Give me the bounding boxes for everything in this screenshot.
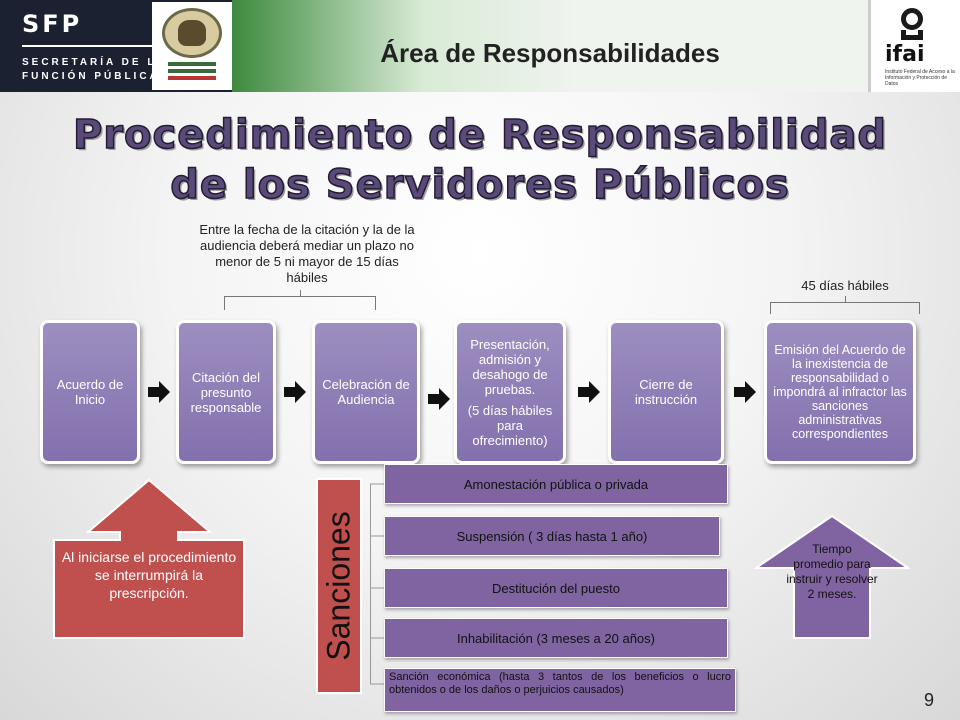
sanction-label: Destitución del puesto xyxy=(492,580,620,596)
step-label: Acuerdo de Inicio xyxy=(56,377,124,407)
step-emision-acuerdo: Emisión del Acuerdo de la inexistencia d… xyxy=(764,320,916,464)
step-celebracion-audiencia: Celebración de Audiencia xyxy=(312,320,420,464)
step-label: Celebración de Audiencia xyxy=(322,377,410,407)
right-arrow-icon xyxy=(428,388,450,410)
ifai-subtext: Instituto Federal de Acceso a la Informa… xyxy=(885,69,955,87)
up-arrow-callout-purple xyxy=(754,514,910,639)
sanctions-heading: Sanciones xyxy=(320,511,357,661)
flag-stripes-icon xyxy=(168,62,216,66)
page-title-line2: de los Servidores Públicos xyxy=(169,161,790,209)
right-arrow-icon xyxy=(284,381,306,403)
step-label: Presentación, admisión y desahogo de pru… xyxy=(470,336,550,397)
bracket-stem xyxy=(845,296,846,302)
sanctions-connectors xyxy=(370,483,386,685)
header-banner xyxy=(232,0,868,92)
sfp-org-name-line2: FUNCIÓN PÚBLICA xyxy=(22,71,160,82)
ifai-person-body-icon xyxy=(901,30,923,40)
sanction-item: Suspensión ( 3 días hasta 1 año) xyxy=(384,516,720,556)
average-time-callout-text: Tiempo promedio para instruir y resolver… xyxy=(786,542,878,601)
national-seal-logo xyxy=(152,2,232,90)
sanctions-label-box xyxy=(316,478,362,694)
area-title: Área de Responsabilidades xyxy=(380,38,720,68)
page-title-line1: Procedimiento de Responsabilidad xyxy=(72,111,888,159)
sfp-org-name-line1: SECRETARÍA DE LA xyxy=(22,57,167,68)
sanction-label: Inhabilitación (3 meses a 20 años) xyxy=(456,630,655,646)
right-arrow-icon xyxy=(148,381,170,403)
step-label: Cierre de instrucción xyxy=(634,377,698,407)
sanction-label: Amonestación pública o privada xyxy=(463,476,649,492)
sanction-item: Amonestación pública o privada xyxy=(384,464,728,504)
page-title: Procedimiento de Responsabilidad de los … xyxy=(0,110,960,210)
sfp-divider xyxy=(22,45,212,47)
sanctions-tree-line xyxy=(370,484,371,684)
step-cierre-instruccion: Cierre de instrucción xyxy=(608,320,724,464)
bracket-stem xyxy=(300,290,301,296)
sanction-item: Destitución del puesto xyxy=(384,568,728,608)
ifai-person-icon xyxy=(901,8,923,30)
sanction-item: Inhabilitación (3 meses a 20 años) xyxy=(384,618,728,658)
eagle-icon xyxy=(178,20,206,46)
step-sublabel: (5 días hábiles para ofrecimiento) xyxy=(467,402,553,448)
step-label: Citación del presunto responsable xyxy=(190,369,262,415)
sanction-item: Sanción económica (hasta 3 tantos de los… xyxy=(384,668,736,712)
ifai-logo-text: ifai xyxy=(885,42,925,67)
step-presentacion-pruebas: Presentación, admisión y desahogo de pru… xyxy=(454,320,566,464)
sfp-org-name: SECRETARÍA DE LA FUNCIÓN PÚBLICA xyxy=(22,56,167,84)
ifai-logo: ifai Instituto Federal de Acceso a la In… xyxy=(868,0,960,92)
right-arrow-icon xyxy=(578,381,600,403)
business-days-note: 45 días hábiles xyxy=(801,278,889,293)
step-label: Emisión del Acuerdo de la inexistencia d… xyxy=(773,343,907,441)
page-number: 9 xyxy=(924,690,935,710)
seal-circle-icon xyxy=(162,8,222,58)
sanction-label: Sanción económica (hasta 3 tantos de los… xyxy=(389,671,731,696)
prescription-callout-text: Al iniciarse el procedimiento se interru… xyxy=(61,549,237,601)
right-arrow-icon xyxy=(734,381,756,403)
step-acuerdo-inicio: Acuerdo de Inicio xyxy=(40,320,140,464)
up-arrow-callout-red xyxy=(53,478,245,639)
sanction-label: Suspensión ( 3 días hasta 1 año) xyxy=(456,528,648,544)
sfp-logo-text: SFP xyxy=(22,10,83,38)
business-days-bracket xyxy=(770,302,920,314)
citation-interval-note: Entre la fecha de la citación y la de la… xyxy=(199,222,415,285)
step-citacion: Citación del presunto responsable xyxy=(176,320,276,464)
citation-bracket xyxy=(224,296,376,310)
